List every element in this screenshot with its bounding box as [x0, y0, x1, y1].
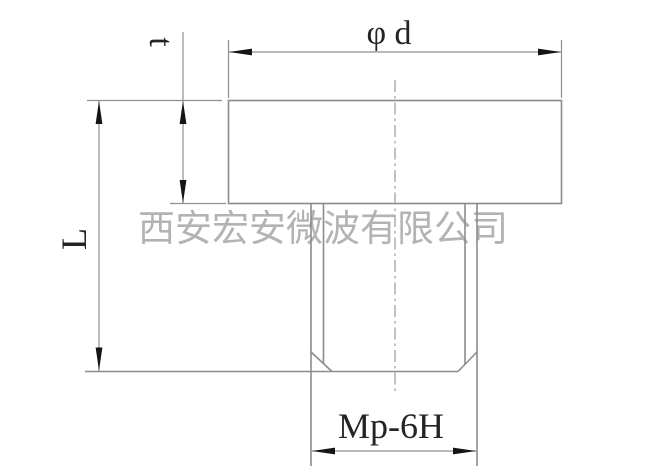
arrowhead-right-icon	[538, 48, 561, 56]
dim-label-head-thickness: t	[142, 37, 179, 47]
dim-thread: Mp-6H	[312, 406, 476, 455]
dim-label-head-diameter: φ d	[366, 15, 411, 52]
arrowhead-right-icon	[453, 447, 476, 455]
dim-label-overall-length: L	[54, 228, 94, 250]
part-outline	[85, 99, 563, 466]
arrowhead-left-icon	[229, 48, 252, 56]
arrowhead-up-icon	[95, 101, 103, 124]
arrowhead-down-icon	[179, 180, 187, 203]
arrowhead-left-icon	[312, 447, 335, 455]
arrowhead-down-icon	[95, 347, 103, 371]
dim-label-thread: Mp-6H	[338, 406, 444, 446]
dim-head-thickness: t	[142, 32, 226, 205]
chamfer-right-line	[457, 351, 478, 373]
chamfer-left-line	[310, 351, 333, 373]
dim-head-diameter: φ d	[227, 15, 563, 98]
arrowhead-up-icon	[179, 101, 187, 124]
dim-overall-length: L	[54, 99, 222, 371]
